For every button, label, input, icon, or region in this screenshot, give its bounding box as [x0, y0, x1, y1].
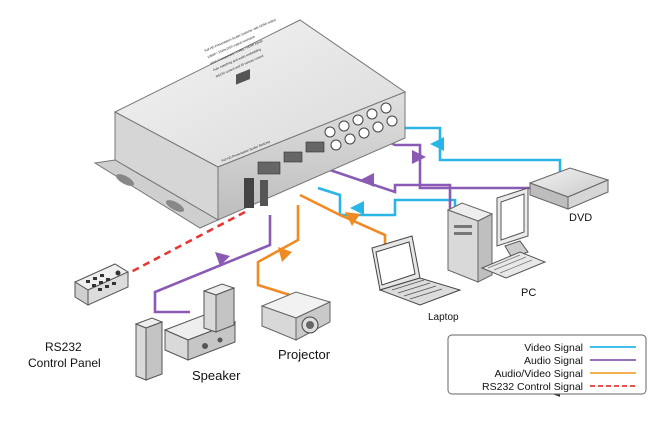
- arrow-audio-speaker: [215, 252, 230, 266]
- cable-av-projector: [256, 205, 300, 297]
- laptop-label: Laptop: [428, 312, 459, 323]
- cable-video-pc: [317, 186, 457, 217]
- pc-label: PC: [521, 287, 536, 299]
- projector-label: Projector: [278, 347, 331, 362]
- speaker-system: Speaker: [134, 283, 241, 383]
- laptop: Laptop: [371, 235, 462, 323]
- arrow-audio-dvd: [412, 150, 426, 164]
- cable-av-laptop: [299, 193, 387, 248]
- rs232-control-panel: RS232 Control Panel: [28, 263, 130, 370]
- cable-audio-pc: [317, 163, 452, 230]
- legend-label-4: RS232 Control Signal: [482, 381, 583, 393]
- legend-label-2: Audio Signal: [524, 355, 583, 367]
- pc: PC: [446, 187, 547, 299]
- arrow-av-laptop: [345, 212, 360, 226]
- arrow-video-pc: [350, 201, 364, 215]
- dvd-label: DVD: [569, 212, 592, 224]
- projector: Projector: [260, 291, 332, 362]
- arrow-audio-pc: [360, 173, 374, 187]
- arrow-video-dvd: [430, 137, 444, 151]
- legend-label-3: Audio/Video Signal: [494, 368, 583, 380]
- dvd-player: DVD: [528, 167, 610, 397]
- arrow-av-projector: [278, 247, 292, 262]
- legend-label-1: Video Signal: [524, 342, 583, 354]
- control-panel-label-line1: RS232: [45, 340, 82, 354]
- cable-rs232: [109, 210, 246, 285]
- scaler-switcher-device: Full HD Presentation Scaler Switcher wit…: [93, 18, 407, 229]
- cable-audio-speaker: [153, 215, 272, 314]
- legend-box: [447, 334, 647, 395]
- speaker-label: Speaker: [192, 368, 241, 383]
- cable-video-dvd: [400, 126, 562, 172]
- rear-panel-connectors: [236, 68, 398, 208]
- control-panel-label-line2: Control Panel: [28, 356, 101, 370]
- cable-audio-dvd: [379, 136, 530, 190]
